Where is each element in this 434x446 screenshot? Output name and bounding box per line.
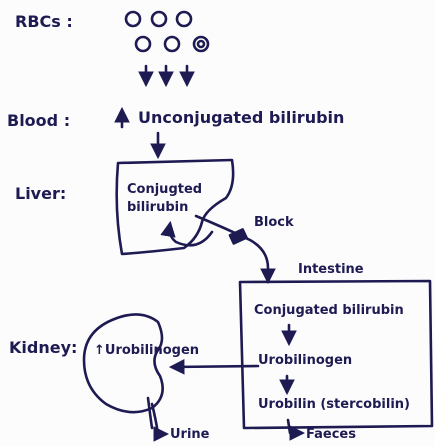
intestine-to-kidney-arrow bbox=[168, 359, 260, 375]
intestine-urobilinogen: Urobilinogen bbox=[258, 353, 353, 368]
ureter bbox=[150, 402, 170, 442]
block-marker bbox=[228, 228, 248, 245]
label-blood: Blood : bbox=[7, 111, 71, 130]
ureter-inner bbox=[146, 396, 154, 430]
kidney-outline bbox=[82, 313, 164, 414]
increase-arrow-kidney: ↑ bbox=[94, 343, 105, 358]
kidney-urobilinogen-wrap: ↑Urobilinogen bbox=[94, 344, 199, 357]
liver-conjugated-line2: bilirubin bbox=[127, 200, 189, 215]
intestine-box bbox=[238, 279, 434, 430]
unconjugated-bilirubin-text: Unconjugated bilirubin bbox=[138, 108, 345, 127]
label-kidney: Kidney: bbox=[9, 338, 78, 357]
liver-conjugated-line1: Conjugted bbox=[127, 182, 203, 197]
label-rbcs: RBCs : bbox=[15, 12, 73, 31]
urine-label: Urine bbox=[170, 427, 210, 442]
kidney-urobilinogen: Urobilinogen bbox=[104, 343, 200, 358]
faeces-arrow bbox=[286, 418, 306, 441]
intestine-label: Intestine bbox=[298, 262, 364, 277]
block-label: Block bbox=[254, 215, 294, 230]
intestine-conjugated-bilirubin: Conjugated bilirubin bbox=[254, 303, 404, 318]
liver-to-intestine-duct bbox=[194, 214, 276, 285]
intestine-urobilin: Urobilin (stercobilin) bbox=[258, 397, 410, 412]
liver-curved-arrow bbox=[160, 220, 214, 247]
label-liver: Liver: bbox=[15, 184, 67, 203]
faeces-label: Faeces bbox=[306, 427, 356, 442]
rbc-cells bbox=[124, 10, 210, 53]
liver-outline bbox=[115, 158, 235, 256]
